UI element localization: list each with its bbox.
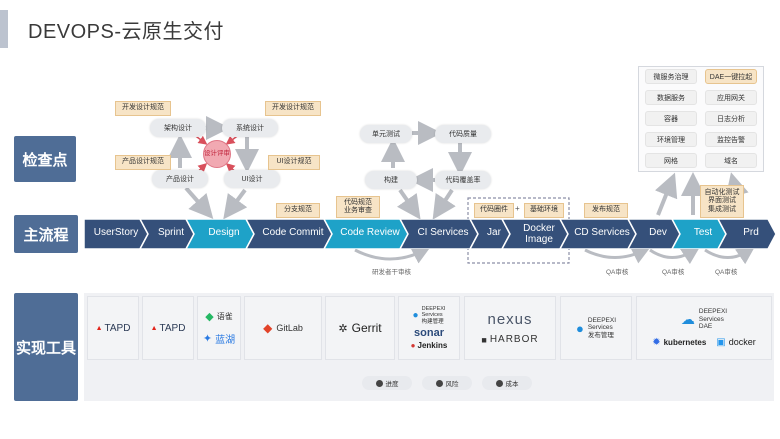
- pipeline-chevrons: [84, 219, 776, 249]
- tencent-logo-icon: ▲: [150, 324, 158, 332]
- gate-qa-1: QA审核: [606, 269, 629, 276]
- node-architecture-design: 架构设计: [150, 119, 206, 137]
- tool-yuque-lanhu: ◆ 语雀 ✦ 蓝湖: [197, 296, 241, 360]
- cloud-chip: 数据服务: [645, 90, 697, 105]
- spec-release: 发布规范: [584, 203, 628, 218]
- node-code-quality: 代码质量: [435, 125, 491, 143]
- cloud-chip: 环境管理: [645, 132, 697, 147]
- node-system-design: 系统设计: [222, 119, 278, 137]
- harbor-icon: ■: [481, 334, 487, 345]
- spec-auto-test: 自动化测试 界面测试 集成测试: [700, 185, 744, 218]
- pipeline-stage-5: [399, 219, 479, 249]
- node-unit-test: 单元测试: [360, 125, 412, 143]
- yuque-icon: ◆: [205, 311, 214, 323]
- cloud-chip: 监控告警: [705, 132, 757, 147]
- cloud-chip-grid: 微服务治理 DAE一键拉起数据服务应用网关容器日志分析环境管理监控告警网格域名: [645, 69, 759, 169]
- node-ui-design: UI设计: [224, 170, 280, 188]
- pipeline-stage-label: CD Services: [574, 227, 630, 238]
- spec-branch: 分支规范: [276, 203, 320, 218]
- pipeline-stage-4: [323, 219, 409, 249]
- pipeline-stage-10: [671, 219, 727, 249]
- cloud-chip: 容器: [645, 111, 697, 126]
- tool-nexus-harbor: nexus ■ HARBOR: [464, 296, 556, 360]
- node-product-design: 产品设计: [152, 170, 208, 188]
- cloud-chip: 微服务治理: [645, 69, 697, 84]
- lanhu-icon: ✦: [202, 333, 213, 345]
- plus-sign: +: [515, 204, 520, 213]
- spec-ui-design: UI设计规范: [268, 155, 320, 170]
- docker-icon: ▣: [716, 336, 726, 348]
- node-code-coverage: 代码覆盖率: [435, 171, 491, 189]
- cloud-chip: 应用网关: [705, 90, 757, 105]
- gate-qa-2: QA审核: [662, 269, 685, 276]
- pipeline-stage-9: [627, 219, 681, 249]
- tool-gerrit: ✲ Gerrit: [325, 296, 395, 360]
- pipeline-stage-label: Prd: [743, 227, 759, 238]
- pill-risk[interactable]: 风险: [422, 376, 472, 390]
- band-tools: 实现工具: [14, 293, 78, 401]
- tool-deepexi-release: ● DEEPEXI Services 发布管理: [560, 296, 632, 360]
- pipeline-stage-label: Test: [693, 227, 713, 238]
- cost-icon: [495, 379, 503, 387]
- spec-components: 代码圈件: [474, 203, 514, 218]
- pipeline-stage-label: Code Review: [340, 227, 400, 238]
- tencent-logo-icon: ▲: [95, 324, 103, 332]
- spec-dev-design-2: 开发设计规范: [265, 101, 321, 116]
- pipeline-stage-8: [559, 219, 637, 249]
- tool-gitlab: ◆ GitLab: [244, 296, 322, 360]
- pipeline-stage-11: [717, 219, 776, 249]
- deepexi-cloud-icon: ☁: [680, 311, 695, 327]
- band-checkpoints: 检查点: [14, 136, 76, 182]
- gitlab-icon: ◆: [263, 321, 273, 335]
- pipeline-stage-1: [139, 219, 195, 249]
- cloud-chip: 域名: [705, 153, 757, 168]
- spec-dev-design-1: 开发设计规范: [115, 101, 171, 116]
- pipeline-stage-label: Jar: [487, 227, 501, 238]
- pipeline-stage-label: Design: [208, 227, 240, 238]
- pipeline-stage-label: UserStory: [93, 227, 139, 238]
- pipeline-stage-label: Code Commit: [262, 227, 324, 238]
- pipeline-stage-2: [185, 219, 255, 249]
- pipeline-stage-7: [501, 219, 569, 249]
- gate-qa-3: QA审核: [715, 269, 738, 276]
- tool-build-stack: ● DEEPEXI Services 构建管理 sonar ● Jenkins: [398, 296, 460, 360]
- spec-code-review: 代码规范 业务审查: [336, 196, 380, 218]
- jenkins-icon: ●: [410, 340, 416, 350]
- deepexi-drop-icon: ●: [412, 309, 419, 321]
- pipeline-stage-3: [245, 219, 333, 249]
- tool-runtime-stack: ☁ DEEPEXI Services DAE ✹ kubernetes ▣ do…: [636, 296, 772, 360]
- pill-progress[interactable]: 进度: [362, 376, 412, 390]
- kubernetes-icon: ✹: [652, 336, 661, 348]
- pipeline-stage-label: Dev: [649, 227, 667, 238]
- pill-cost[interactable]: 成本: [482, 376, 532, 390]
- title-accent-bar: [0, 10, 8, 48]
- node-build: 构建: [365, 171, 417, 189]
- page-title: DEVOPS-云原生交付: [28, 21, 225, 43]
- gate-dev-review: 研发者干审核: [372, 269, 411, 276]
- tool-tapd-2: ▲ TAPD: [142, 296, 194, 360]
- tool-tapd-1: ▲ TAPD: [87, 296, 139, 360]
- cloud-chip: 网格: [645, 153, 697, 168]
- cloud-chip: 日志分析: [705, 111, 757, 126]
- cloud-chip: DAE一键拉起: [705, 69, 757, 84]
- risk-icon: [435, 379, 443, 387]
- deepexi-drop-icon: ●: [575, 320, 584, 336]
- band-main-flow: 主流程: [14, 215, 78, 253]
- pipeline-labels: UserStory Sprint Design Code Commit Code Rev…: [84, 219, 776, 249]
- nexus-logo: nexus: [487, 311, 533, 328]
- spec-base-env: 基础环境: [524, 203, 564, 218]
- pipeline-stage-6: [469, 219, 511, 249]
- sonar-logo: sonar: [414, 326, 444, 339]
- gerrit-icon: ✲: [338, 322, 348, 335]
- progress-icon: [375, 379, 383, 387]
- pipeline-stage-label: Sprint: [157, 227, 185, 238]
- spec-product-design: 产品设计规范: [115, 155, 171, 170]
- pipeline-stage-label: CI Services: [417, 227, 469, 238]
- node-design-review: 设计评审: [203, 140, 231, 168]
